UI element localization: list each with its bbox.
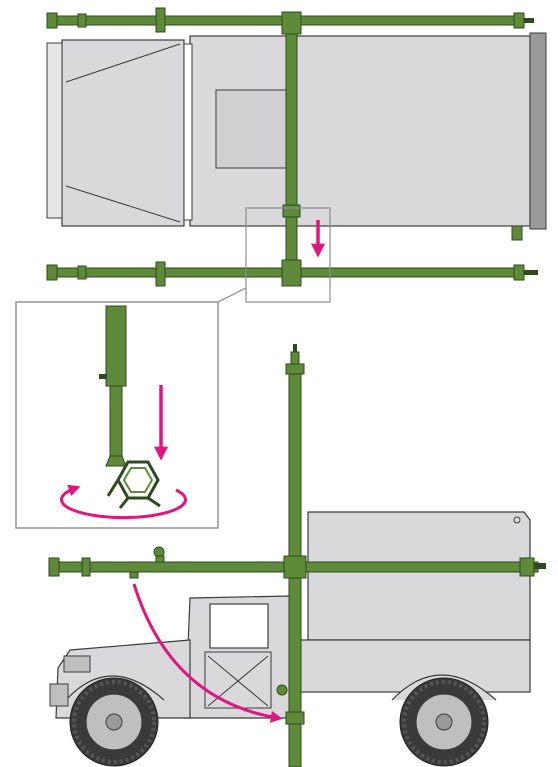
rotate-arrow-icon xyxy=(60,484,187,520)
shelter-box-side xyxy=(307,511,531,641)
windshield-line xyxy=(65,43,181,83)
top-view xyxy=(46,7,547,303)
mast-tube-outer xyxy=(105,305,127,387)
mast-collar xyxy=(281,11,302,35)
mast-tip-pin xyxy=(534,563,546,569)
cab-roof xyxy=(61,39,185,227)
mast-base-coupler xyxy=(105,455,127,467)
hex-socket-inner xyxy=(122,467,154,493)
windshield-line xyxy=(65,185,181,223)
mast-end-cap xyxy=(46,264,58,281)
mast-clamp xyxy=(81,557,91,577)
rear-wheel xyxy=(399,677,489,767)
mast-collar xyxy=(281,259,302,287)
mast-tip-pin xyxy=(524,270,538,275)
curved-arrow-icon xyxy=(132,583,283,723)
mast-tip xyxy=(513,264,525,281)
door-panel xyxy=(204,651,272,709)
shelter-bolt xyxy=(513,516,521,524)
shelter-window xyxy=(215,89,287,169)
mast-mount-bracket xyxy=(285,711,305,725)
mast-clamp xyxy=(155,261,166,287)
socket-arm xyxy=(147,496,161,508)
front-bumper-side xyxy=(49,683,69,707)
detail-selection-box xyxy=(245,207,331,303)
mast-collar xyxy=(282,204,301,218)
mast-cross-coupler xyxy=(283,555,307,579)
cab-window xyxy=(209,603,269,649)
mast-clamp xyxy=(155,555,165,563)
mast-top-tip xyxy=(293,344,297,352)
mast-tip xyxy=(513,12,525,29)
shelter-rear-edge xyxy=(529,32,547,230)
mast-tube-inner xyxy=(109,385,123,457)
socket-arm xyxy=(118,497,130,509)
mast-end-cap xyxy=(48,557,60,577)
mast-clamp xyxy=(77,13,87,28)
mast-tip xyxy=(519,557,535,577)
mast-mount-knob xyxy=(276,684,288,696)
mast-clamp xyxy=(77,265,87,280)
vertical-mast-top-view xyxy=(285,15,298,275)
mast-tip-pin xyxy=(524,18,534,23)
callout-leader xyxy=(217,287,247,303)
mast-end-cap xyxy=(46,12,58,29)
mast-clamp xyxy=(155,7,166,33)
front-bumper xyxy=(46,42,63,219)
mast-lock-pin xyxy=(99,374,107,379)
front-wheel xyxy=(69,677,159,767)
socket-arm xyxy=(106,479,120,497)
front-grille xyxy=(63,655,91,673)
shelter-foot xyxy=(511,225,523,241)
mast-collar xyxy=(285,363,305,375)
detail-callout xyxy=(15,287,247,529)
cab-gap xyxy=(183,43,193,221)
side-view xyxy=(48,344,546,767)
mast-hanger xyxy=(129,571,139,579)
